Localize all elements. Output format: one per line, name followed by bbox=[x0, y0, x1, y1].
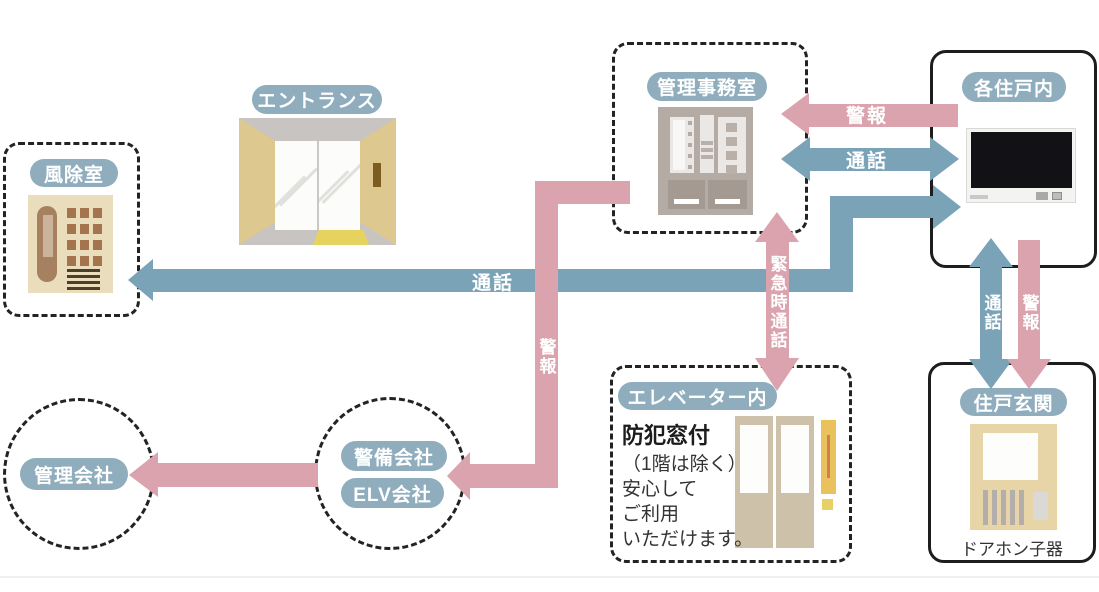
panel-strip-left bbox=[670, 117, 694, 173]
elevator-doors-illustration bbox=[735, 416, 814, 548]
call-label-door: 通話 bbox=[981, 294, 1001, 332]
doorphone-speaker-grille bbox=[983, 490, 1028, 525]
doorphone-caption: ドアホン子器 bbox=[961, 540, 1063, 559]
panel-drawer-right bbox=[708, 180, 747, 209]
arrow-alarm-office-to-security bbox=[447, 181, 630, 500]
entrance-illustration bbox=[239, 118, 396, 245]
monitor-buttons bbox=[1036, 192, 1048, 200]
elevator-note-line-1: （1階は除く） bbox=[622, 454, 747, 475]
elevator-note-line-2: 安心して bbox=[622, 479, 698, 500]
security-company-label: 警備会社 bbox=[341, 441, 447, 471]
call-label-long: 通話 bbox=[471, 272, 514, 294]
elevator-company-label: ELV会社 bbox=[341, 478, 444, 508]
elevator-label: エレベーター内 bbox=[618, 382, 777, 410]
office-control-panel-illustration bbox=[658, 107, 753, 215]
alarm-label-door: 警報 bbox=[1019, 294, 1039, 332]
glass-door-right bbox=[319, 141, 360, 230]
panel-strip-right bbox=[718, 117, 746, 174]
arrow-security-to-management bbox=[129, 452, 318, 497]
intercom-monitor-illustration bbox=[966, 128, 1076, 203]
elevator-door-right bbox=[776, 416, 814, 548]
elevator-call-button bbox=[822, 499, 833, 510]
emergency-call-label: 緊急時通話 bbox=[767, 254, 787, 350]
lobby-intercom-illustration bbox=[28, 195, 113, 293]
elevator-door-left bbox=[735, 416, 773, 548]
doorphone-illustration bbox=[970, 424, 1057, 530]
doorphone-camera-window bbox=[983, 433, 1038, 480]
residence-unit-label: 各住戸内 bbox=[962, 72, 1066, 102]
elevator-button-strip bbox=[821, 420, 836, 494]
speaker-lines bbox=[67, 269, 100, 293]
elevator-note-line-4: いただけます。 bbox=[622, 529, 754, 550]
management-company-label: 管理会社 bbox=[20, 458, 128, 490]
call-label-top: 通話 bbox=[845, 151, 888, 172]
alarm-label-security: 警報 bbox=[536, 338, 556, 376]
unit-entrance-label: 住戸玄関 bbox=[960, 388, 1067, 416]
management-office-label: 管理事務室 bbox=[647, 72, 767, 101]
glass-door-left bbox=[275, 141, 317, 230]
monitor-buttons-2 bbox=[1052, 192, 1062, 200]
windbreak-room-label: 風除室 bbox=[30, 159, 118, 187]
baseline-divider bbox=[0, 576, 1099, 578]
elevator-note: 防犯窓付 （1階は除く） 安心して ご利用 いただけます。 bbox=[622, 423, 762, 552]
monitor-screen bbox=[971, 132, 1072, 188]
alarm-label-top: 警報 bbox=[845, 106, 888, 127]
access-panel-icon bbox=[373, 163, 381, 187]
entrance-label: エントランス bbox=[252, 85, 382, 114]
entrance-left-wall bbox=[239, 118, 275, 245]
keypad-buttons bbox=[67, 208, 102, 266]
handset-inner bbox=[43, 215, 53, 257]
doorphone-call-button bbox=[1033, 492, 1048, 520]
security-company-circle bbox=[314, 397, 466, 550]
panel-drawer-left bbox=[668, 180, 705, 209]
panel-strip-middle bbox=[700, 115, 714, 173]
entrance-mat bbox=[313, 230, 369, 245]
monitor-logo bbox=[970, 195, 988, 199]
elevator-note-title: 防犯窓付 bbox=[622, 423, 711, 448]
elevator-note-line-3: ご利用 bbox=[622, 504, 680, 525]
